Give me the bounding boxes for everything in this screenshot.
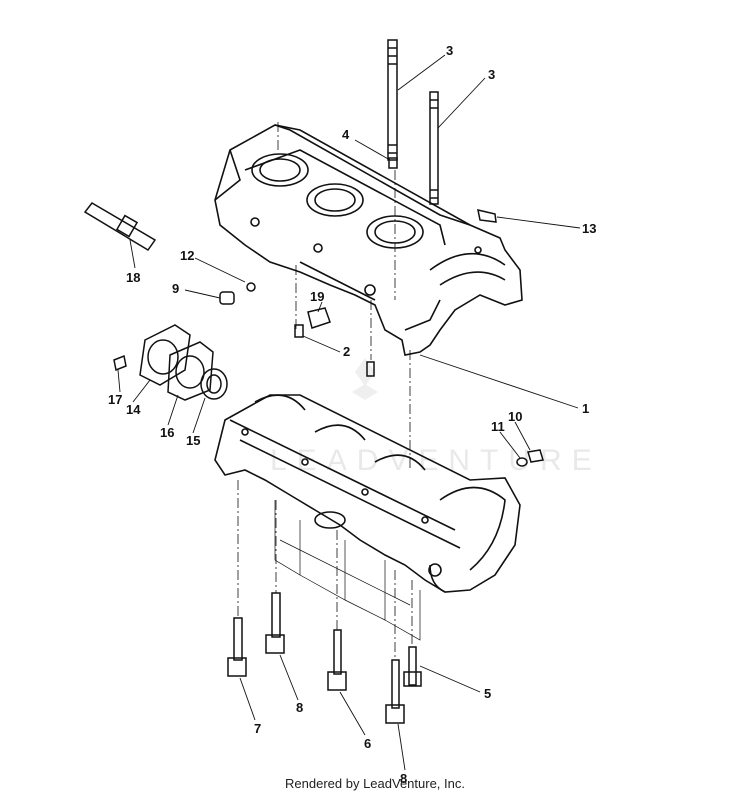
callout-3b: 3: [488, 67, 495, 82]
callout-7: 7: [254, 721, 261, 736]
watermark: LEADVENTURE: [270, 358, 602, 477]
callout-14: 14: [126, 402, 141, 417]
leader-lines: [117, 54, 581, 771]
callout-17: 17: [108, 392, 122, 407]
callout-15: 15: [186, 433, 200, 448]
small-parts: [83, 202, 544, 467]
callout-4: 4: [342, 127, 350, 142]
bolts: [227, 592, 422, 724]
callout-18: 18: [126, 270, 140, 285]
alignment-lines: [237, 122, 413, 660]
upper-crankcase: [214, 124, 523, 356]
callout-11: 11: [491, 419, 505, 434]
watermark-text: LEADVENTURE: [270, 444, 602, 477]
callouts: 3 3 4 13 18 12 9 19 2 1 17 14 16 15 10 1…: [108, 43, 596, 786]
callout-6: 6: [364, 736, 371, 751]
footer-credit: Rendered by LeadVenture, Inc.: [285, 776, 465, 791]
callout-19: 19: [310, 289, 324, 304]
callout-10: 10: [508, 409, 522, 424]
studs: [387, 39, 439, 205]
callout-13: 13: [582, 221, 596, 236]
callout-8a: 8: [296, 700, 303, 715]
callout-5: 5: [484, 686, 491, 701]
callout-12: 12: [180, 248, 194, 263]
callout-9: 9: [172, 281, 179, 296]
callout-16: 16: [160, 425, 174, 440]
lower-crankcase: [214, 394, 521, 641]
callout-3a: 3: [446, 43, 453, 58]
callout-8b: 8: [400, 771, 407, 786]
callout-2: 2: [343, 344, 350, 359]
callout-1: 1: [582, 401, 589, 416]
